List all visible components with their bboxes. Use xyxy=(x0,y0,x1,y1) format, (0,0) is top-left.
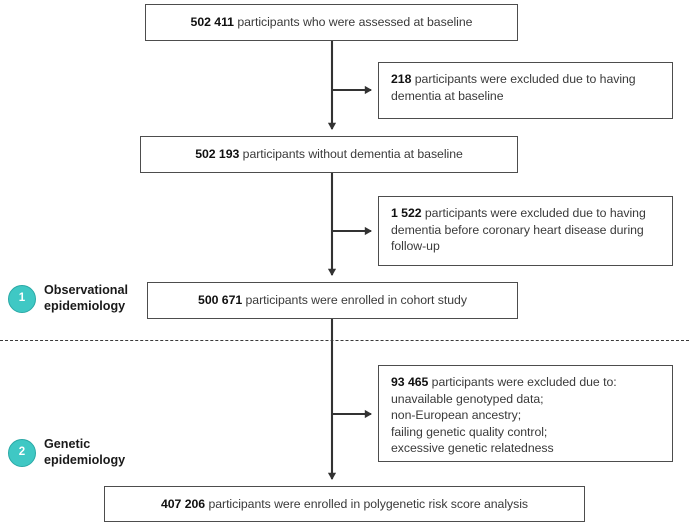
section-divider xyxy=(0,340,689,341)
node-excluded-chd-text: 1 522 participants were excluded due to … xyxy=(391,205,660,255)
node-without-dementia-count: 502 193 xyxy=(195,147,240,162)
stage-genetic-label: Genetic epidemiology xyxy=(44,437,126,467)
stage-observational-label: Observational epidemiology xyxy=(44,283,128,313)
exclusion-reason-2: non-European ancestry; xyxy=(391,408,522,422)
node-assessed-text: 502 411 participants who were assessed a… xyxy=(191,14,473,31)
node-without-dementia-at-baseline: 502 193 participants without dementia at… xyxy=(140,136,518,173)
node-excluded-dementia-label: participants were excluded due to having… xyxy=(391,72,636,103)
stage-badge-1: 1 xyxy=(8,284,36,313)
node-excluded-genetic-label: participants were excluded due to: xyxy=(428,375,617,389)
node-excluded-chd-label: participants were excluded due to having… xyxy=(391,206,646,253)
node-assessed-at-baseline: 502 411 participants who were assessed a… xyxy=(145,4,518,41)
node-cohort-label: participants were enrolled in cohort stu… xyxy=(242,293,467,308)
exclusion-reason-4: excessive genetic relatedness xyxy=(391,441,554,455)
node-assessed-label: participants who were assessed at baseli… xyxy=(233,15,473,30)
stage-genetic-epidemiology: 2 Genetic epidemiology xyxy=(8,437,125,468)
exclusion-reason-3: failing genetic quality control; xyxy=(391,424,548,439)
node-prs-count: 407 206 xyxy=(160,496,206,511)
node-excluded-chd-count: 1 522 xyxy=(391,206,422,220)
node-assessed-count: 502 411 xyxy=(190,15,234,30)
node-excluded-genetic: 93 465 participants were excluded due to… xyxy=(378,365,673,462)
stage-badge-2: 2 xyxy=(8,438,36,467)
node-cohort-count: 500 671 xyxy=(198,293,243,308)
node-without-dementia-text: 502 193 participants without dementia at… xyxy=(195,146,463,163)
node-excluded-dementia-at-baseline: 218 participants were excluded due to ha… xyxy=(378,62,673,119)
node-excluded-dementia-before-chd: 1 522 participants were excluded due to … xyxy=(378,196,673,266)
node-prs-text: 407 206 participants were enrolled in po… xyxy=(161,496,528,513)
node-excluded-dementia-text: 218 participants were excluded due to ha… xyxy=(391,71,660,104)
node-cohort-text: 500 671 participants were enrolled in co… xyxy=(198,292,467,309)
node-excluded-genetic-count: 93 465 xyxy=(391,375,429,389)
node-prs-label: participants were enrolled in polygeneti… xyxy=(205,496,529,511)
node-enrolled-prs-analysis: 407 206 participants were enrolled in po… xyxy=(104,486,585,522)
exclusion-reason-1: unavailable genotyped data; xyxy=(391,391,544,406)
node-excluded-genetic-text: 93 465 participants were excluded due to… xyxy=(391,374,617,457)
node-without-dementia-label: participants without dementia at baselin… xyxy=(239,147,463,162)
node-enrolled-cohort-study: 500 671 participants were enrolled in co… xyxy=(147,282,518,319)
node-excluded-dementia-count: 218 xyxy=(391,72,412,86)
stage-observational-epidemiology: 1 Observational epidemiology xyxy=(8,283,128,314)
